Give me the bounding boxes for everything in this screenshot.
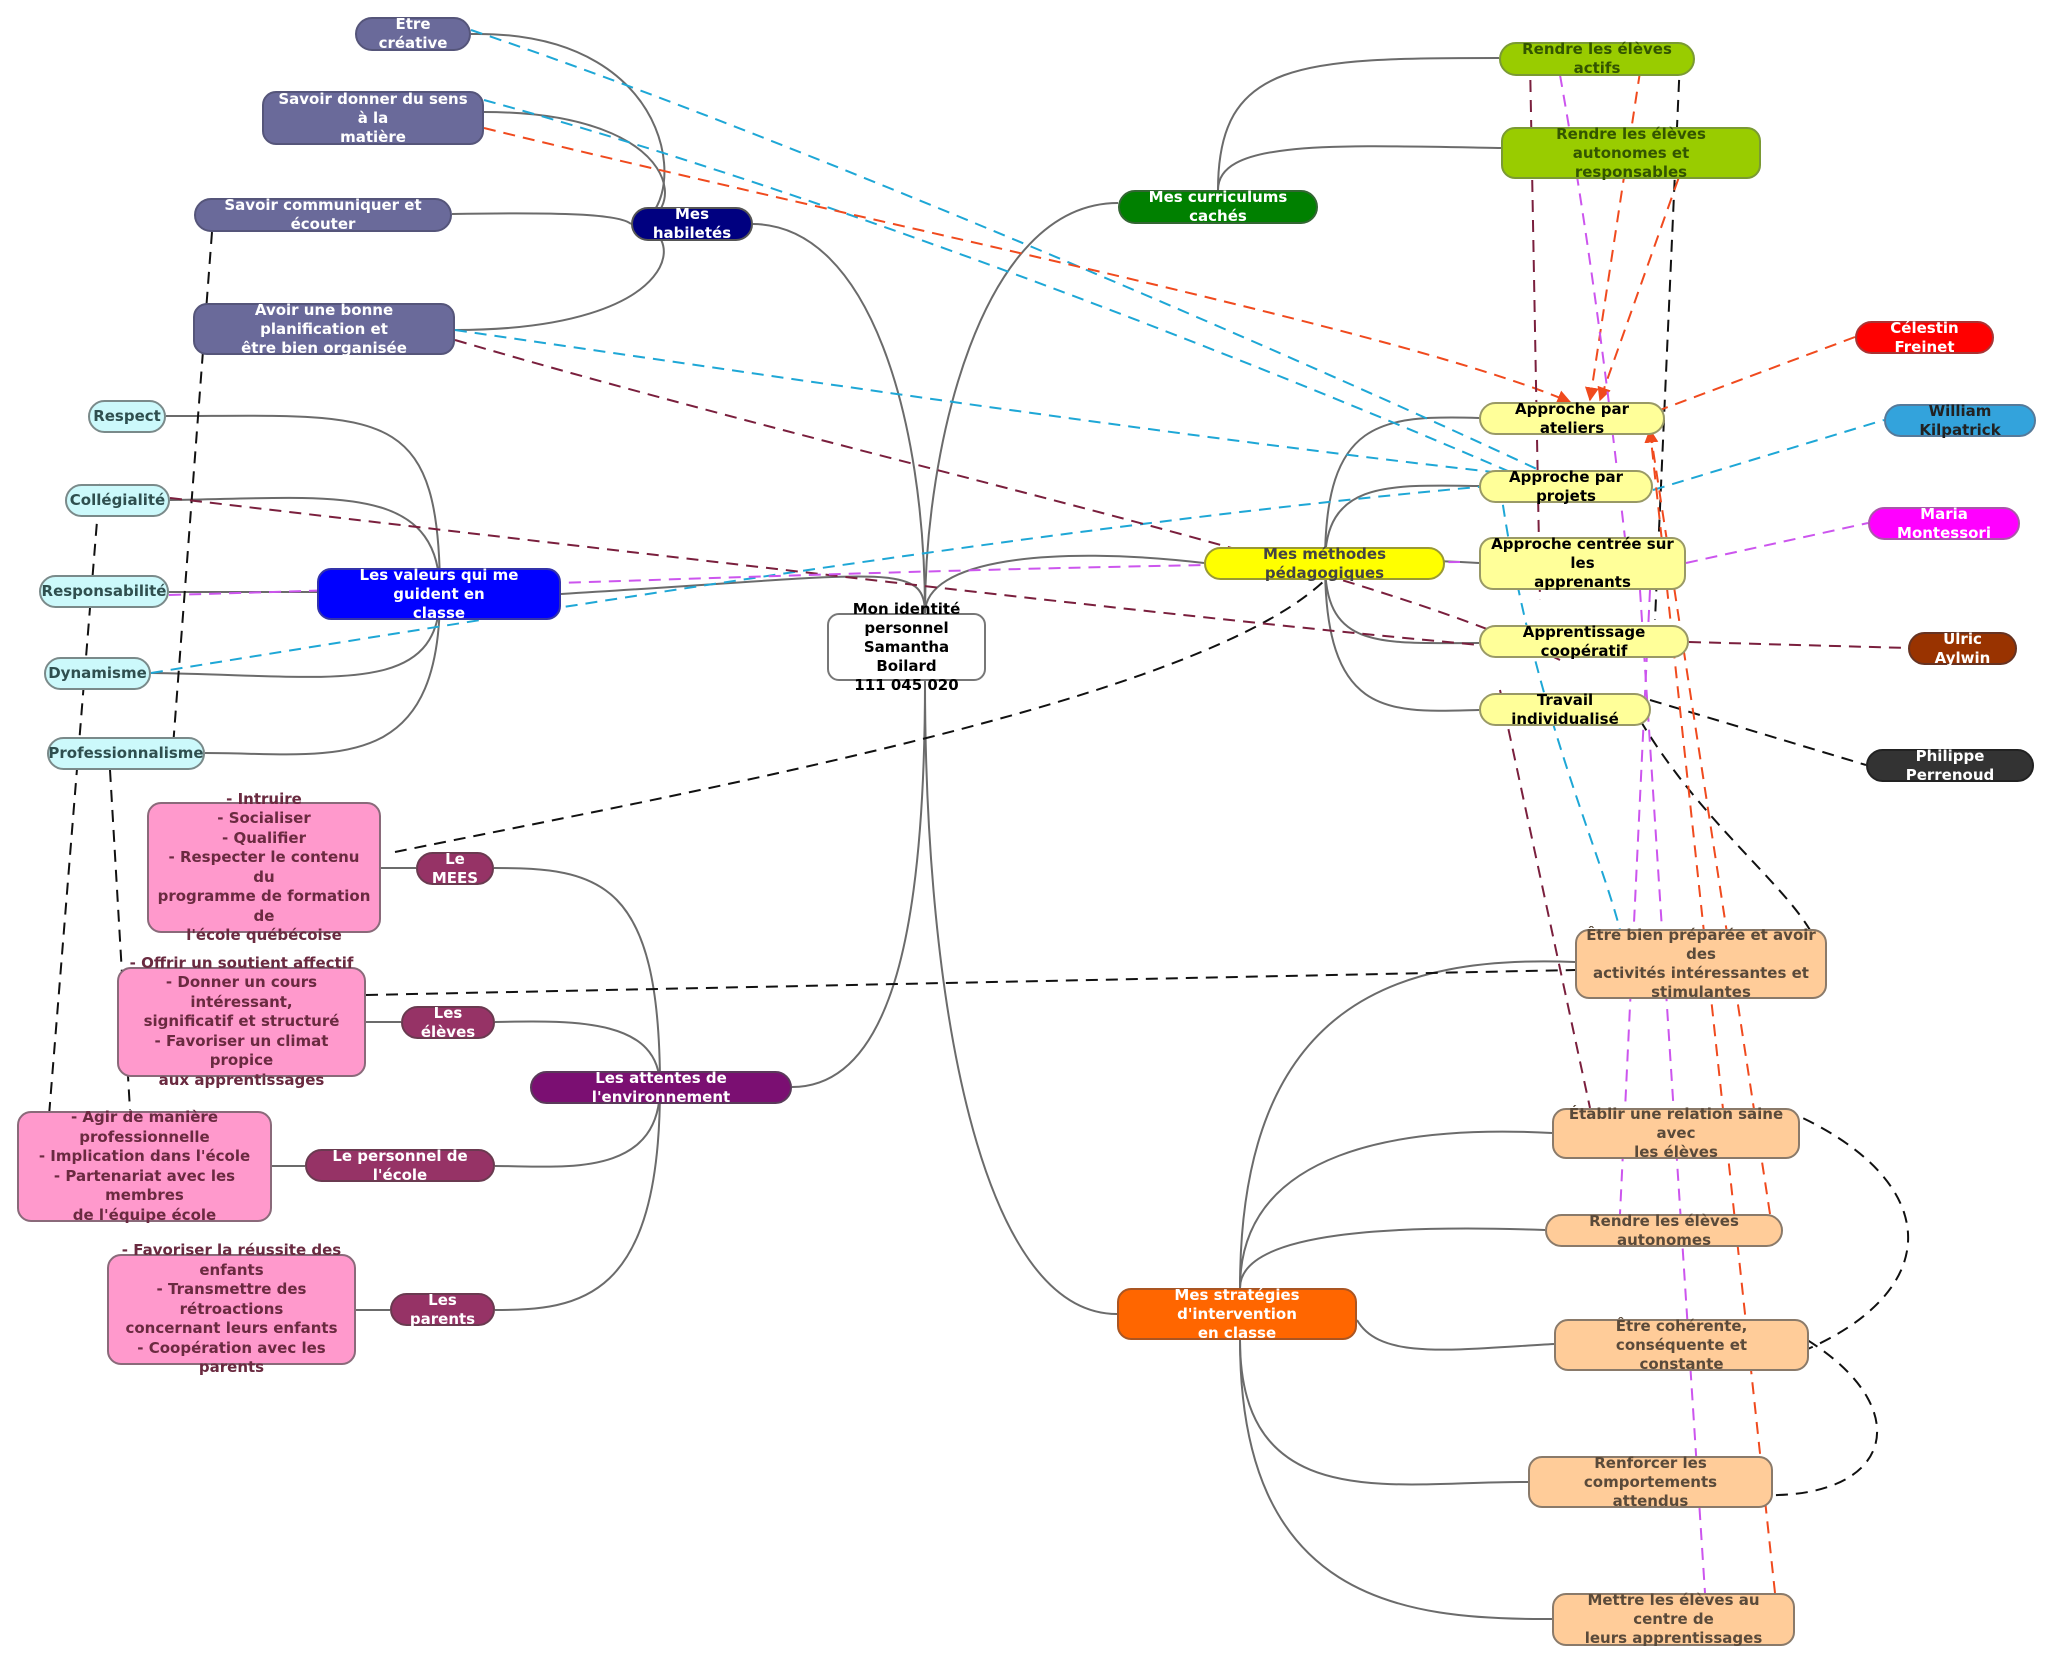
tree-link-30 (1239, 960, 1576, 1289)
tree-link-2 (924, 202, 1119, 614)
tree-link-31 (1239, 1130, 1553, 1289)
tree-link-14 (204, 593, 441, 756)
strategie-renforcer[interactable]: Renforcer les comportements attendus (1528, 1454, 1773, 1510)
methode-individualise[interactable]: Travail individualisé (1479, 691, 1651, 728)
valeur-collegialite[interactable]: Collégialité (65, 484, 170, 517)
valeur-dynamisme[interactable]: Dynamisme (44, 657, 151, 690)
attente-personnel-detail[interactable]: - Agir de manière professionnelle - Impl… (17, 1108, 272, 1224)
relation-link-5 (1649, 699, 1867, 766)
relation-link-12 (454, 329, 1521, 476)
tree-link-5 (924, 680, 1118, 1315)
relation-link-20 (1644, 428, 1776, 1594)
strategie-coherente[interactable]: Être cohérente, conséquente et constante (1554, 1317, 1809, 1373)
auteur-perrenoud[interactable]: Philippe Perrenoud (1866, 747, 2034, 784)
tree-link-17 (1324, 416, 1480, 564)
relation-link-18 (1597, 159, 1686, 402)
relation-link-28 (1685, 522, 1869, 564)
methode-cooperatif[interactable]: Apprentissage coopératif (1479, 623, 1689, 660)
attentes-branch[interactable]: Les attentes de l'environnement (530, 1069, 792, 1106)
attente-eleves-detail[interactable]: - Offrir un soutient affectif - Donner u… (117, 954, 366, 1089)
tree-link-22 (493, 867, 661, 1088)
habilete-planification[interactable]: Avoir une bonne planification et être bi… (193, 301, 455, 357)
tree-link-1 (560, 575, 926, 614)
strategie-relation-saine[interactable]: Établir une relation saine avec les élèv… (1552, 1105, 1800, 1161)
tree-link-0 (752, 223, 926, 614)
tree-link-20 (1324, 562, 1480, 645)
relation-link-19 (1659, 336, 1856, 411)
relation-link-24 (1688, 641, 1909, 649)
attente-eleves[interactable]: Les élèves (401, 1004, 495, 1041)
strategie-bien-preparee[interactable]: Être bien préparée et avoir des activité… (1575, 926, 1827, 1001)
tree-link-24 (494, 1086, 661, 1168)
tree-link-33 (1356, 1319, 1555, 1351)
methode-projets[interactable]: Approche par projets (1479, 468, 1653, 505)
tree-link-32 (1239, 1227, 1546, 1289)
tree-link-15 (1217, 57, 1500, 191)
tree-link-13 (150, 593, 441, 678)
tree-link-7 (483, 111, 666, 225)
relation-link-17 (1584, 71, 1641, 402)
methodes-branch[interactable]: Mes méthodes pédagogiques (1204, 545, 1445, 582)
attente-parents[interactable]: Les parents (390, 1291, 495, 1328)
auteur-kilpatrick[interactable]: William Kilpatrick (1884, 402, 2036, 439)
habilete-etre-creative[interactable]: Être créative (355, 15, 471, 52)
tree-link-6 (470, 32, 666, 225)
relation-link-7 (1654, 59, 1681, 621)
tree-link-11 (169, 496, 441, 595)
relation-link-13 (150, 484, 1501, 674)
methode-centree-apprenants[interactable]: Approche centrée sur les apprenants (1479, 535, 1686, 591)
central-node[interactable]: Mon identité personnel Samantha Boilard … (827, 600, 986, 694)
relation-link-11 (483, 99, 1541, 486)
valeur-respect[interactable]: Respect (88, 400, 166, 433)
methode-ateliers[interactable]: Approche par ateliers (1479, 400, 1665, 437)
auteur-aylwin[interactable]: Ulric Aylwin (1908, 630, 2017, 667)
relation-link-22 (454, 339, 1561, 661)
tree-link-18 (1324, 484, 1480, 564)
tree-link-4 (791, 680, 926, 1088)
relation-link-9 (1759, 1329, 1879, 1497)
strategie-centre-apprentissages[interactable]: Mettre les élèves au centre de leurs app… (1552, 1591, 1795, 1647)
tree-link-10 (165, 414, 441, 595)
strategie-eleves-autonomes[interactable]: Rendre les élèves autonomes (1545, 1212, 1783, 1249)
attente-parents-detail[interactable]: - Favoriser la réussite des enfants - Tr… (107, 1241, 356, 1376)
tree-link-23 (494, 1020, 661, 1088)
valeur-professionnalisme[interactable]: Professionnalisme (47, 737, 205, 770)
relation-link-30 (1639, 589, 1706, 1594)
relation-link-0 (394, 579, 1326, 853)
tree-link-21 (1324, 562, 1480, 712)
attente-personnel[interactable]: Le personnel de l'école (305, 1147, 495, 1184)
attente-mees-detail[interactable]: - Intruire - Socialiser - Qualifier - Re… (147, 790, 381, 944)
habilete-communiquer[interactable]: Savoir communiquer et écouter (194, 196, 452, 233)
tree-link-3 (924, 554, 1205, 614)
relation-link-14 (1652, 419, 1885, 491)
tree-link-16 (1217, 145, 1502, 191)
curriculum-eleves-autonomes[interactable]: Rendre les élèves autonomes et responsab… (1501, 125, 1761, 181)
auteur-montessori[interactable]: Maria Montessori (1868, 505, 2020, 542)
tree-link-25 (494, 1086, 661, 1311)
relation-link-8 (1779, 1109, 1910, 1361)
relation-link-1 (365, 969, 1576, 996)
relation-link-26 (1499, 689, 1591, 1109)
tree-link-35 (1239, 1339, 1553, 1621)
relation-link-16 (483, 127, 1572, 404)
valeur-responsabilite[interactable]: Responsabilité (39, 575, 169, 608)
tree-link-34 (1239, 1339, 1529, 1486)
strategies-branch[interactable]: Mes stratégies d'intervention en classe (1117, 1286, 1357, 1342)
habiletes-branch[interactable]: Mes habiletés (631, 205, 753, 242)
tree-link-8 (451, 212, 632, 225)
curriculums-branch[interactable]: Mes curriculums cachés (1118, 188, 1318, 225)
valeurs-branch[interactable]: Les valeurs qui me guident en classe (317, 566, 561, 622)
relation-link-6 (1639, 719, 1811, 931)
auteur-freinet[interactable]: Célestin Freinet (1855, 319, 1994, 356)
curriculum-eleves-actifs[interactable]: Rendre les élèves actifs (1499, 40, 1695, 77)
tree-link-9 (454, 223, 665, 331)
habilete-donner-sens[interactable]: Savoir donner du sens à la matière (262, 90, 484, 146)
relation-link-10 (470, 29, 1561, 481)
attente-mees[interactable]: Le MEES (416, 850, 494, 887)
